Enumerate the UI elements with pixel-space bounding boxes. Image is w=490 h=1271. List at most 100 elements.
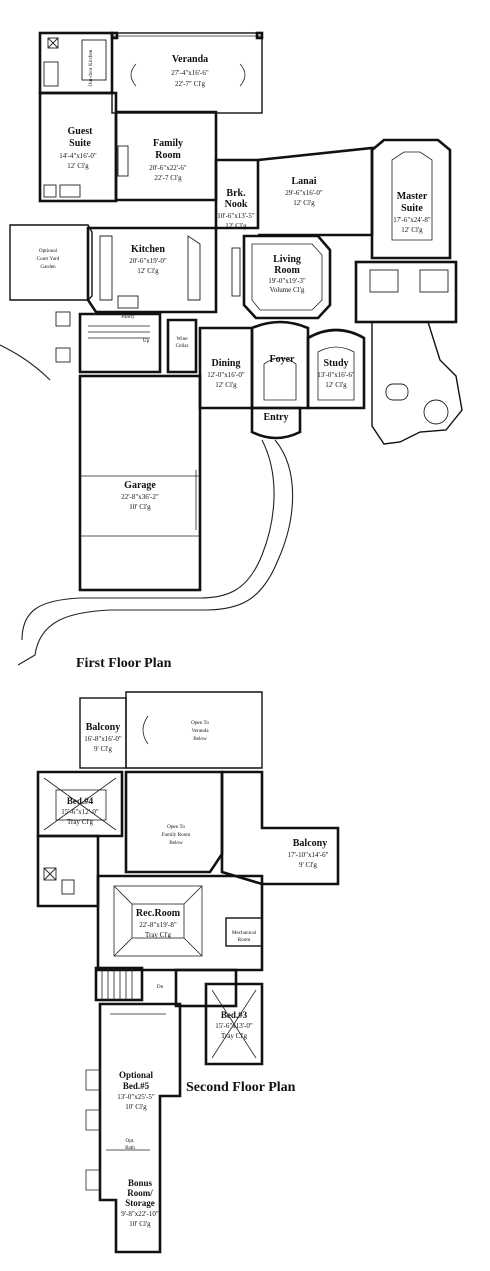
- bed3-outline: [204, 982, 264, 1066]
- dn-label: Dn: [157, 984, 164, 990]
- court-yard-label-1: Optional: [39, 248, 58, 254]
- dining-dims: 12'-0"x16'-0": [207, 371, 245, 379]
- guest-suite-label-1: Guest: [68, 126, 94, 137]
- mechanical-room-outline: [225, 917, 263, 947]
- veranda-ceiling: 22'-7" Cl'g: [175, 80, 206, 88]
- balcony-right-ceiling: 9' Cl'g: [299, 861, 317, 869]
- bed4-ceiling: Tray Cl'g: [67, 818, 94, 826]
- balcony-top-outline: [79, 697, 127, 769]
- study-dims: 13'-0"x16'-6": [317, 371, 355, 379]
- dining-ceiling: 12' Cl'g: [215, 381, 237, 389]
- bed5-label-1: Optional: [119, 1070, 154, 1080]
- balcony-right-label: Balcony: [293, 838, 327, 849]
- open-veranda-label-1: Open To: [191, 720, 209, 726]
- living-room-label-1: Living: [273, 254, 301, 265]
- second-floor-title: Second Floor Plan: [186, 1080, 296, 1095]
- second-floor-labels: Balcony 16'-8"x16'-0" 9' Cl'g Open To Ve…: [61, 720, 328, 1228]
- pantry-outline: [78, 312, 162, 374]
- bed3-dims: 15'-6"x13'-0": [215, 1022, 253, 1030]
- bonus-label-3: Storage: [125, 1198, 155, 1208]
- study-outline: [306, 328, 366, 410]
- balcony-top-dims: 16'-8"x16'-0": [84, 735, 122, 743]
- master-bath-pavilion: [371, 321, 463, 445]
- rec-room-outline: [96, 874, 264, 972]
- bed5-label-2: Bed.#5: [123, 1081, 150, 1091]
- rec-room-dims: 22'-8"x19'-8": [139, 921, 177, 929]
- bonus-dims: 9'-8"x22'-10": [121, 1210, 159, 1218]
- brk-nook-outline: [214, 158, 260, 230]
- court-yard-label-2: Court Yard: [37, 256, 60, 262]
- guest-suite-dims: 14'-4"x16'-0": [59, 152, 97, 160]
- dining-label: Dining: [212, 358, 241, 369]
- bed5-bonus-wing-outline: [98, 1002, 182, 1254]
- brk-nook-ceiling: 12' Cl'g: [225, 222, 247, 230]
- bed5-ceiling: 10' Cl'g: [125, 1103, 147, 1111]
- study-ceiling: 12' Cl'g: [325, 381, 347, 389]
- master-suite-label-1: Master: [397, 191, 428, 202]
- open-veranda-label-3: Below: [193, 736, 207, 742]
- open-to-family-room-outline: [124, 770, 224, 874]
- living-room-dims: 19'-0"x19'-3": [268, 277, 306, 285]
- second-floor-stairs: [94, 966, 144, 1002]
- bonus-ceiling: 10' Cl'g: [129, 1220, 151, 1228]
- balcony-right-outline: [220, 770, 340, 886]
- brk-nook-dims: 10'-6"x13'-5": [217, 212, 255, 220]
- garage-label: Garage: [124, 480, 156, 491]
- master-suite-label-2: Suite: [401, 203, 423, 214]
- bed3-label: Bed.#3: [221, 1010, 248, 1020]
- family-room-label-2: Room: [155, 150, 181, 161]
- wine-cellar-label-2: Cellar: [176, 343, 189, 349]
- master-suite-ceiling: 12' Cl'g: [401, 226, 423, 234]
- brk-nook-label-2: Nook: [225, 199, 248, 210]
- living-room-outline: [242, 234, 332, 320]
- veranda-dims: 27'-4"x16'-6": [171, 69, 209, 77]
- bonus-label-1: Bonus: [128, 1178, 153, 1188]
- walkway-curve: [0, 344, 51, 381]
- first-floor-labels: Veranda 27'-4"x16'-6" 22'-7" Cl'g Out-do…: [37, 49, 431, 671]
- bed4-dims: 15'-6"x12'-0": [61, 808, 99, 816]
- first-floor-plan: [0, 31, 463, 666]
- guest-suite-ceiling: 12' Cl'g: [67, 162, 89, 170]
- veranda-label: Veranda: [172, 54, 208, 65]
- garage-outline: [78, 374, 202, 592]
- kitchen-label: Kitchen: [131, 244, 165, 255]
- second-floor-plan: [36, 691, 340, 1254]
- foyer-label: Foyer: [270, 354, 296, 365]
- court-yard-outline: [9, 224, 93, 301]
- wine-cellar-label-1: Wine: [176, 336, 188, 342]
- up-label: Up: [143, 338, 150, 344]
- balcony-top-label: Balcony: [86, 722, 120, 733]
- entry-label: Entry: [264, 412, 289, 423]
- open-family-label-2: Family Room: [162, 832, 191, 838]
- kitchen-dims: 20'-6"x19'-0": [129, 257, 167, 265]
- lanai-dims: 29'-6"x16'-0": [285, 189, 323, 197]
- balcony-top-ceiling: 9' Cl'g: [94, 745, 112, 753]
- opt-bath-label-1: Opt.: [125, 1138, 134, 1144]
- entry-outline: [250, 406, 302, 440]
- lanai-ceiling: 12' Cl'g: [293, 199, 315, 207]
- pantry-label: Pantry: [121, 314, 135, 320]
- brk-nook-label-1: Brk.: [226, 188, 246, 199]
- kitchen-ceiling: 12' Cl'g: [137, 267, 159, 275]
- bed5-dims: 13'-0"x25'-5": [117, 1093, 155, 1101]
- outdoor-kitchen-label: Out-door Kitchen: [88, 49, 94, 86]
- first-floor-title: First Floor Plan: [76, 656, 172, 671]
- open-veranda-label-2: Veranda: [192, 728, 210, 734]
- garage-dims: 22'-8"x36'-2": [121, 493, 159, 501]
- family-room-dims: 20'-6"x22'-6": [149, 164, 187, 172]
- foyer-outline: [250, 320, 310, 410]
- kitchen-outline: [86, 226, 218, 314]
- driveway-curve: [17, 439, 294, 666]
- driveway-curve-inner: [21, 439, 275, 641]
- family-room-label-1: Family: [153, 138, 183, 149]
- outdoor-kitchen-outline: [38, 31, 114, 95]
- bed3-ceiling: Tray Cl'g: [221, 1032, 248, 1040]
- living-room-ceiling: Volume Cl'g: [270, 286, 305, 294]
- master-suite-dims: 17'-6"x24'-8": [393, 216, 431, 224]
- garage-ceiling: 10' Cl'g: [129, 503, 151, 511]
- opt-bath-label-2: Bath: [125, 1145, 135, 1151]
- open-to-veranda-outline: [125, 691, 263, 769]
- open-family-label-1: Open To: [167, 824, 185, 830]
- open-family-label-3: Below: [169, 840, 183, 846]
